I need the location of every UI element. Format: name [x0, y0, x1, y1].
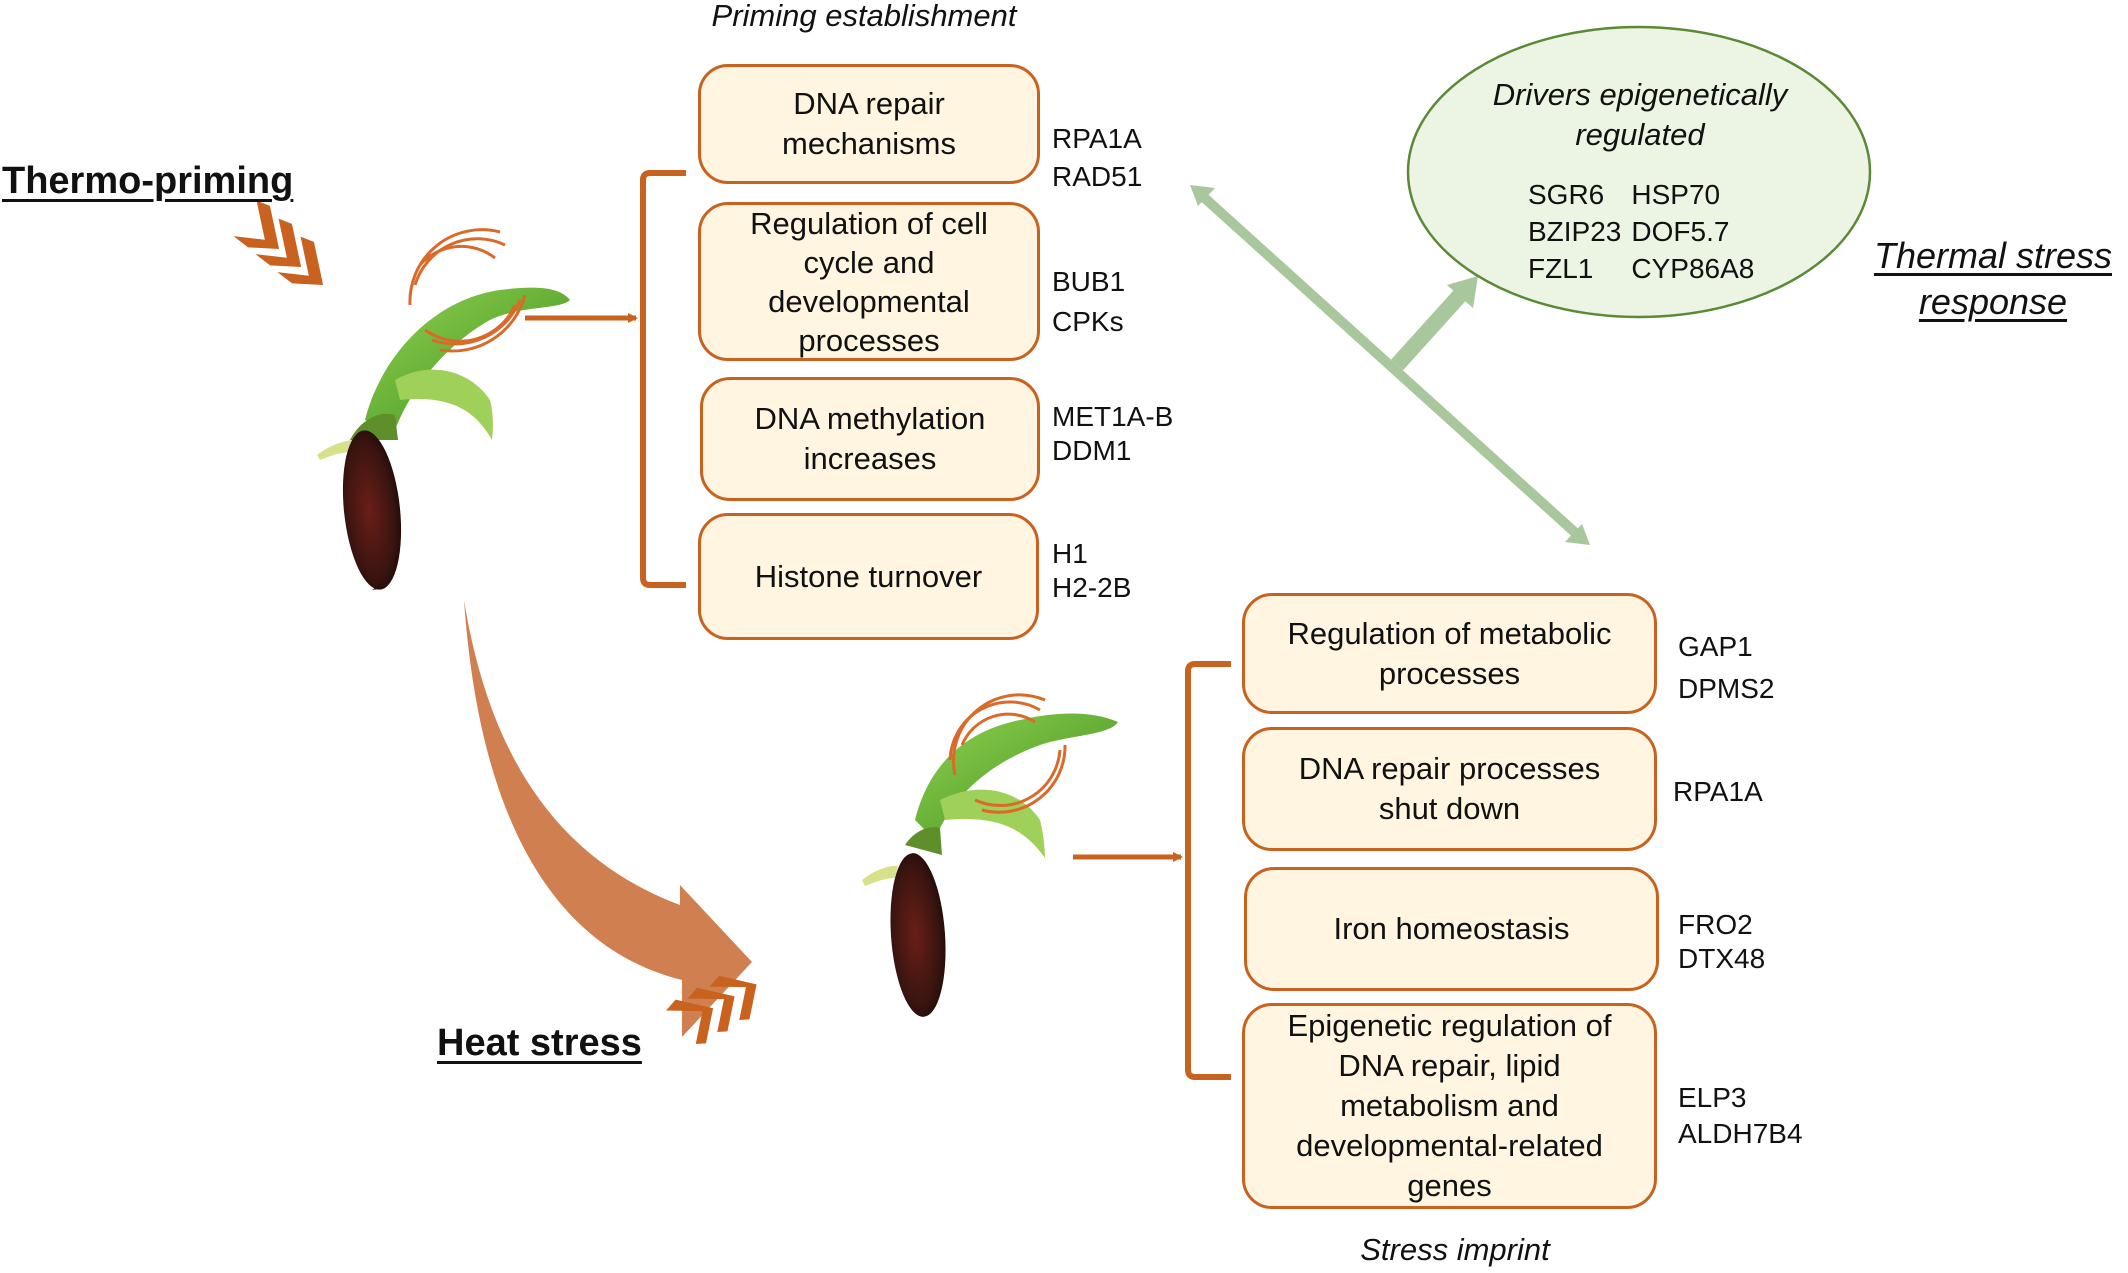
- box-text: DNA repair, lipid: [1338, 1048, 1561, 1083]
- box-text: processes: [798, 322, 940, 358]
- priming-box-dna-repair: DNA repair mechanisms: [698, 64, 1040, 184]
- drivers-content: Drivers epigenetically regulated: [1430, 75, 1850, 155]
- stress-genes-epigenetic: ELP3 ALDH7B4: [1678, 1080, 1803, 1152]
- box-text: Histone turnover: [754, 558, 983, 594]
- box-text: Epigenetic regulation of: [1287, 1008, 1612, 1043]
- gene-label: H2-2B: [1052, 572, 1132, 603]
- gene-label: RAD51: [1052, 161, 1143, 192]
- bracket-priming: [640, 170, 686, 588]
- thermal-stress-response-line2: response: [1918, 281, 2068, 322]
- heat-waves-icon: [948, 693, 1067, 814]
- gene-label: CPKs: [1052, 306, 1124, 337]
- gene-label: RPA1A: [1673, 776, 1763, 807]
- box-text: increases: [803, 441, 937, 476]
- stress-box-dna-repair-shutdown: DNA repair processes shut down: [1242, 727, 1657, 851]
- stress-box-metabolic: Regulation of metabolic processes: [1242, 593, 1657, 714]
- box-text: DNA repair processes: [1298, 751, 1601, 786]
- driver-gene: DOF5.7: [1631, 216, 1730, 247]
- thermo-priming-label: Thermo-priming: [2, 160, 294, 202]
- priming-genes-dna-methylation: MET1A-B DDM1: [1052, 400, 1173, 468]
- gene-label: FRO2: [1678, 909, 1753, 940]
- gene-label: BUB1: [1052, 266, 1126, 297]
- box-text: shut down: [1378, 791, 1521, 826]
- gene-label: ELP3: [1678, 1082, 1747, 1113]
- gene-label: RPA1A: [1052, 123, 1142, 154]
- stress-box-epigenetic: Epigenetic regulation of DNA repair, lip…: [1242, 1003, 1657, 1209]
- driver-gene: BZIP23: [1528, 216, 1622, 247]
- priming-establishment-title: Priming establishment: [711, 0, 1017, 33]
- priming-genes-histone: H1 H2-2B: [1052, 537, 1131, 605]
- priming-box-dna-methylation: DNA methylation increases: [700, 377, 1040, 501]
- driver-gene: SGR6: [1528, 179, 1605, 210]
- gene-label: DTX48: [1678, 943, 1766, 974]
- thermal-stress-response-line1: Thermal stress: [1873, 235, 2113, 276]
- drivers-gene-list: SGR6 HSP70 BZIP23 DOF5.7 FZL1 CYP86A8: [1528, 176, 1754, 287]
- driver-gene: FZL1: [1528, 253, 1594, 284]
- stress-box-iron-homeostasis: Iron homeostasis: [1244, 867, 1659, 991]
- drivers-ellipse: [1406, 25, 1872, 319]
- box-text: Iron homeostasis: [1333, 911, 1570, 946]
- box-text: Regulation of cell: [750, 205, 988, 241]
- driver-gene: CYP86A8: [1631, 253, 1755, 284]
- box-text: mechanisms: [782, 126, 956, 161]
- chevron-heat-icon: [233, 200, 324, 285]
- box-text: metabolism and: [1340, 1088, 1559, 1123]
- gene-label: ALDH7B4: [1678, 1118, 1803, 1149]
- stress-genes-dna-repair-shutdown: RPA1A: [1673, 773, 1763, 811]
- seedling-plant-2: [862, 713, 1118, 1017]
- gene-label: DPMS2: [1678, 673, 1775, 704]
- box-text: DNA repair: [793, 86, 945, 121]
- box-text: Regulation of metabolic: [1287, 615, 1612, 651]
- seedling-plant-1: [317, 287, 570, 590]
- box-text: genes: [1407, 1168, 1492, 1203]
- priming-box-cell-cycle: Regulation of cell cycle and development…: [698, 202, 1040, 361]
- priming-box-histone: Histone turnover: [698, 513, 1039, 640]
- heat-stress-label: Heat stress: [437, 1022, 642, 1064]
- stress-genes-metabolic: GAP1 DPMS2: [1678, 626, 1774, 710]
- driver-gene: HSP70: [1631, 179, 1721, 210]
- priming-genes-cell-cycle: BUB1 CPKs: [1052, 262, 1125, 342]
- box-text: DNA methylation: [754, 401, 986, 436]
- gene-label: DDM1: [1052, 435, 1132, 466]
- thermal-stress-response-label: Thermal stress response: [1862, 233, 2124, 325]
- chevron-heat-icon: [666, 975, 757, 1044]
- box-text: processes: [1378, 655, 1521, 691]
- curved-arrow-to-heat-stress: [464, 600, 752, 1037]
- box-text: developmental-related: [1296, 1128, 1603, 1163]
- gene-label: GAP1: [1678, 631, 1753, 662]
- priming-genes-dna-repair: RPA1A RAD51: [1052, 120, 1142, 196]
- gene-label: H1: [1052, 538, 1088, 569]
- heat-waves-icon: [408, 228, 527, 353]
- stress-genes-iron-homeostasis: FRO2 DTX48: [1678, 908, 1765, 976]
- stress-imprint-title: Stress imprint: [1360, 1232, 1550, 1267]
- gene-label: MET1A-B: [1052, 401, 1174, 432]
- box-text: cycle and: [803, 244, 935, 280]
- box-text: developmental: [768, 283, 970, 319]
- green-double-arrow: [1190, 185, 1590, 545]
- drivers-title-line2: regulated: [1575, 117, 1705, 152]
- bracket-stress: [1185, 661, 1231, 1080]
- drivers-title-line1: Drivers epigenetically: [1492, 77, 1788, 112]
